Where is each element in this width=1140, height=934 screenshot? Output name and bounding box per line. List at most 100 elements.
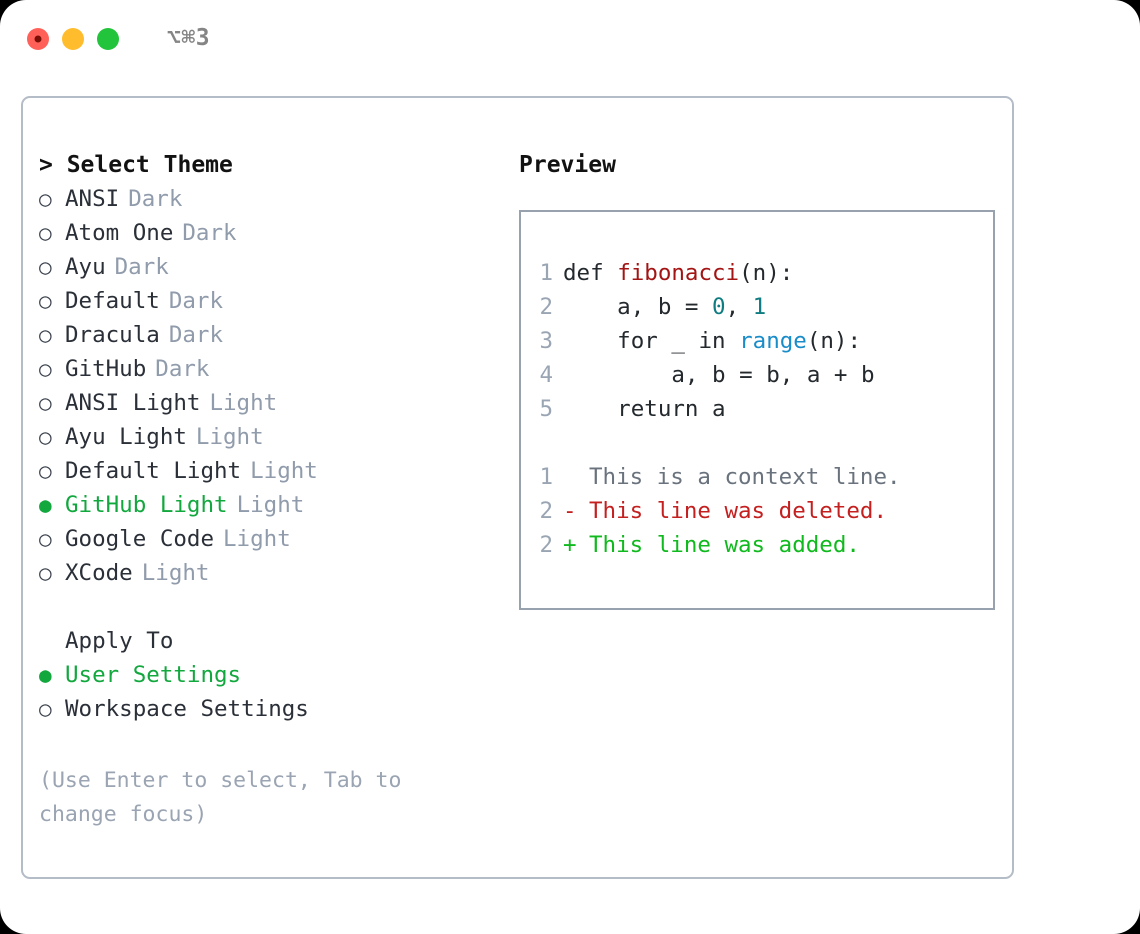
code-line: 2 a, b = 0, 1 (521, 290, 993, 324)
radio-unselected-icon: ○ (39, 527, 52, 551)
theme-item-label: Google Code (65, 526, 215, 552)
theme-item-label: ANSI (65, 186, 120, 212)
radio-unselected-icon: ○ (39, 357, 52, 381)
theme-item-kind: Dark (114, 254, 169, 280)
diff-line-deleted: 2-This line was deleted. (521, 494, 993, 528)
maximize-window-button[interactable] (97, 28, 119, 50)
code-token-plain: return a (563, 396, 726, 422)
title-bar: ⌥⌘3 (0, 0, 1140, 78)
keyboard-hint-text: (Use Enter to select, Tab to change focu… (39, 768, 415, 827)
apply-to-item-workspace-settings[interactable]: ○Workspace Settings (39, 692, 519, 726)
diff-line-context: 1 This is a context line. (521, 460, 993, 494)
code-token-plain: a, b = (563, 294, 713, 320)
code-line: 5 return a (521, 392, 993, 426)
code-line-number: 3 (539, 328, 553, 354)
theme-item-ayu[interactable]: ○ Ayu Dark (39, 250, 519, 284)
diff-line-added: 2 + This line was added. (521, 528, 993, 562)
diff-line-number: 1 (539, 464, 553, 490)
close-window-button[interactable] (27, 28, 49, 50)
theme-item-label: GitHub Light (65, 492, 228, 518)
code-line-number: 5 (539, 396, 553, 422)
code-line: 4 a, b = b, a + b (521, 358, 993, 392)
code-line-number: 1 (539, 260, 553, 286)
theme-item-label: Ayu (65, 254, 106, 280)
code-token-plain: a, b = b, a + b (563, 362, 875, 388)
theme-item-github-light[interactable]: ● GitHub Light Light (39, 488, 519, 522)
theme-item-kind: Light (209, 390, 278, 416)
theme-item-kind: Dark (168, 322, 224, 348)
radio-unselected-icon: ○ (39, 391, 52, 415)
theme-item-ansi-light[interactable]: ○ ANSI Light Light (39, 386, 519, 420)
code-line-number: 4 (539, 362, 553, 388)
apply-to-item-label: User Settings (65, 662, 242, 688)
traffic-lights (27, 28, 119, 50)
code-token-plain: (n): (806, 328, 862, 354)
theme-item-label: Atom One (65, 220, 174, 246)
theme-item-xcode[interactable]: ○ XCode Light (39, 556, 519, 590)
theme-item-kind: Light (195, 424, 264, 450)
diff-line-text: This is a context line. (589, 464, 901, 490)
theme-item-label: Ayu Light (65, 424, 187, 450)
code-token-plain: def (563, 260, 618, 286)
preview-title: Preview (519, 152, 616, 178)
diff-sample: 1 This is a context line.2-This line was… (521, 460, 993, 562)
theme-item-label: XCode (65, 560, 133, 586)
theme-item-kind: Light (223, 526, 291, 552)
theme-item-google-code[interactable]: ○ Google Code Light (39, 522, 519, 556)
code-token-fn: fibonacci (617, 260, 740, 286)
diff-sign: - (563, 498, 577, 524)
theme-item-kind: Light (141, 560, 210, 586)
diff-line-text: This line was added. (589, 532, 860, 558)
theme-item-label: Default Light (65, 458, 242, 484)
theme-item-kind: Dark (182, 220, 237, 246)
apply-to-item-user-settings[interactable]: ● User Settings (39, 658, 519, 692)
radio-unselected-icon: ○ (39, 561, 52, 585)
keyboard-shortcut-label: ⌥⌘3 (167, 24, 211, 51)
radio-unselected-icon: ○ (39, 255, 52, 279)
theme-item-github[interactable]: ○ GitHub Dark (39, 352, 519, 386)
radio-unselected-icon: ○ (39, 425, 52, 449)
theme-item-label: Dracula (65, 322, 160, 348)
radio-unselected-icon: ○ (39, 289, 52, 313)
code-token-call: range (739, 328, 807, 354)
theme-item-kind: Dark (155, 356, 210, 382)
radio-unselected-icon: ○ (39, 697, 52, 721)
theme-item-label: ANSI Light (65, 390, 201, 416)
radio-unselected-icon: ○ (39, 459, 52, 483)
code-token-plain: for _ in (563, 328, 740, 354)
radio-selected-icon: ● (39, 493, 52, 517)
code-line: 3 for _ in range(n): (521, 324, 993, 358)
code-token-num: 1 (752, 294, 767, 320)
theme-item-default-light[interactable]: ○ Default Light Light (39, 454, 519, 488)
code-line-number: 2 (539, 294, 553, 320)
diff-line-number: 2 (539, 532, 553, 558)
theme-item-kind: Light (250, 458, 318, 484)
select-theme-header: > Select Theme (39, 152, 233, 178)
theme-item-kind: Dark (128, 186, 183, 212)
code-token-num: 0 (712, 294, 726, 320)
diff-sign: + (563, 532, 577, 558)
theme-item-ayu-light[interactable]: ○ Ayu Light Light (39, 420, 519, 454)
radio-selected-icon: ● (39, 663, 52, 687)
theme-item-kind: Light (236, 492, 305, 518)
code-token-plain: , (725, 294, 753, 320)
diff-line-text: This line was deleted. (589, 498, 888, 524)
diff-line-number: 2 (539, 498, 553, 524)
diff-sign (563, 460, 589, 494)
minimize-window-button[interactable] (62, 28, 84, 50)
theme-item-label: GitHub (65, 356, 147, 382)
apply-to-header: Apply To (65, 628, 174, 654)
apply-to-list[interactable]: ● User Settings ○Workspace Settings (39, 658, 519, 726)
